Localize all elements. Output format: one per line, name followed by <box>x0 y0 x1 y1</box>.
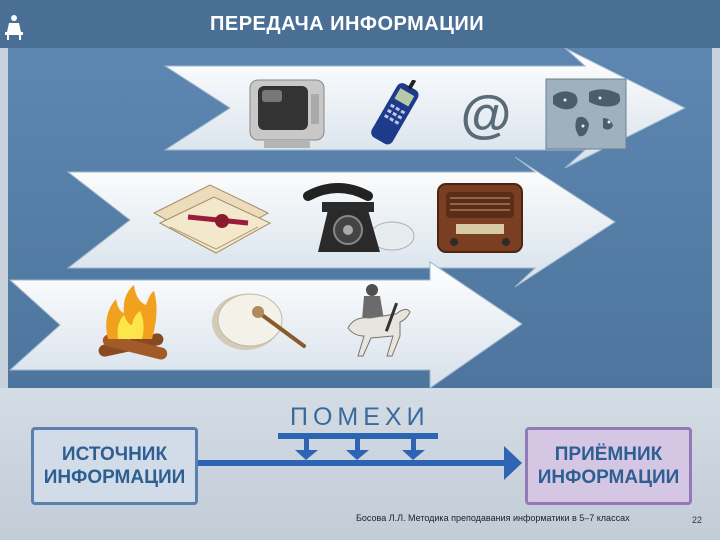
receiver-label: ПРИЁМНИК ИНФОРМАЦИИ <box>537 444 680 488</box>
flow-line <box>198 460 506 466</box>
at-sign-icon: @ <box>461 90 512 140</box>
noise-label: ПОМЕХИ <box>290 403 430 431</box>
reader-logo-icon <box>5 15 23 40</box>
page-title: ПЕРЕДАЧА ИНФОРМАЦИИ <box>210 13 485 35</box>
receiver-box: ПРИЁМНИК ИНФОРМАЦИИ <box>525 427 692 505</box>
bonfire-icon <box>98 285 168 360</box>
flow-arrowhead <box>504 446 522 480</box>
source-label: ИСТОЧНИК ИНФОРМАЦИИ <box>43 444 186 488</box>
tv-icon <box>249 79 325 148</box>
noise-bar <box>278 433 438 439</box>
world-map-icon <box>545 78 627 150</box>
footer-credit: Босова Л.Л. Методика преподавания информ… <box>356 513 630 523</box>
letters-icon <box>152 184 272 254</box>
drum-icon <box>212 293 306 350</box>
page-number: 22 <box>692 515 703 525</box>
mobile-phone-icon <box>371 80 419 145</box>
source-box: ИСТОЧНИК ИНФОРМАЦИИ <box>31 427 198 505</box>
radio-icon <box>437 183 523 253</box>
rotary-telephone-icon <box>303 183 415 252</box>
svg-text:@: @ <box>461 90 512 140</box>
header-bar: ПЕРЕДАЧА ИНФОРМАЦИИ <box>0 0 720 48</box>
horse-rider-icon <box>347 284 411 357</box>
